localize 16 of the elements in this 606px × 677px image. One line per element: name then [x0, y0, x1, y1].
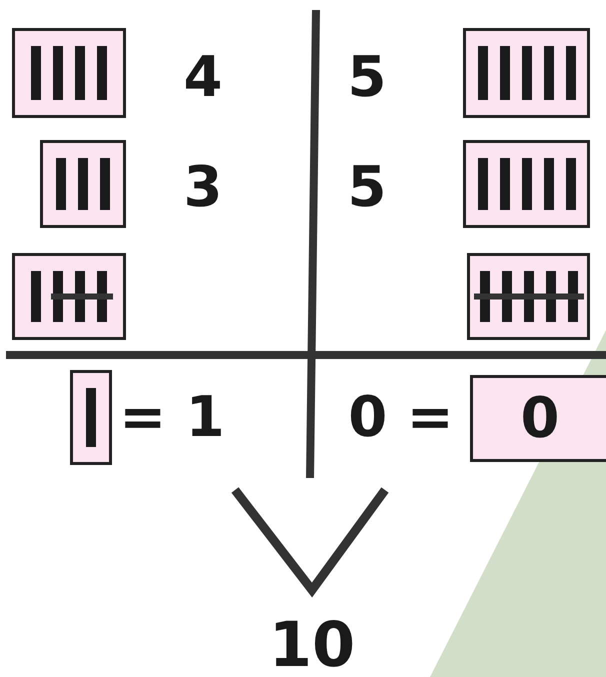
tally-box — [12, 253, 126, 340]
number-label: 5 — [348, 160, 386, 216]
tally-box — [463, 28, 590, 118]
tally-box — [12, 28, 126, 118]
number-box — [470, 375, 606, 462]
number: 0 — [520, 390, 560, 446]
tally-box — [40, 140, 126, 228]
tally-box — [463, 140, 590, 228]
number-label: 10 — [268, 614, 356, 676]
number-label: 0 = — [348, 390, 454, 446]
number-label: 5 — [348, 50, 386, 106]
number-label: 3 — [184, 160, 222, 216]
tally-box — [467, 253, 590, 340]
tally-box — [70, 370, 112, 465]
number-label: 4 — [184, 50, 222, 106]
number-label: = 1 — [119, 390, 225, 446]
